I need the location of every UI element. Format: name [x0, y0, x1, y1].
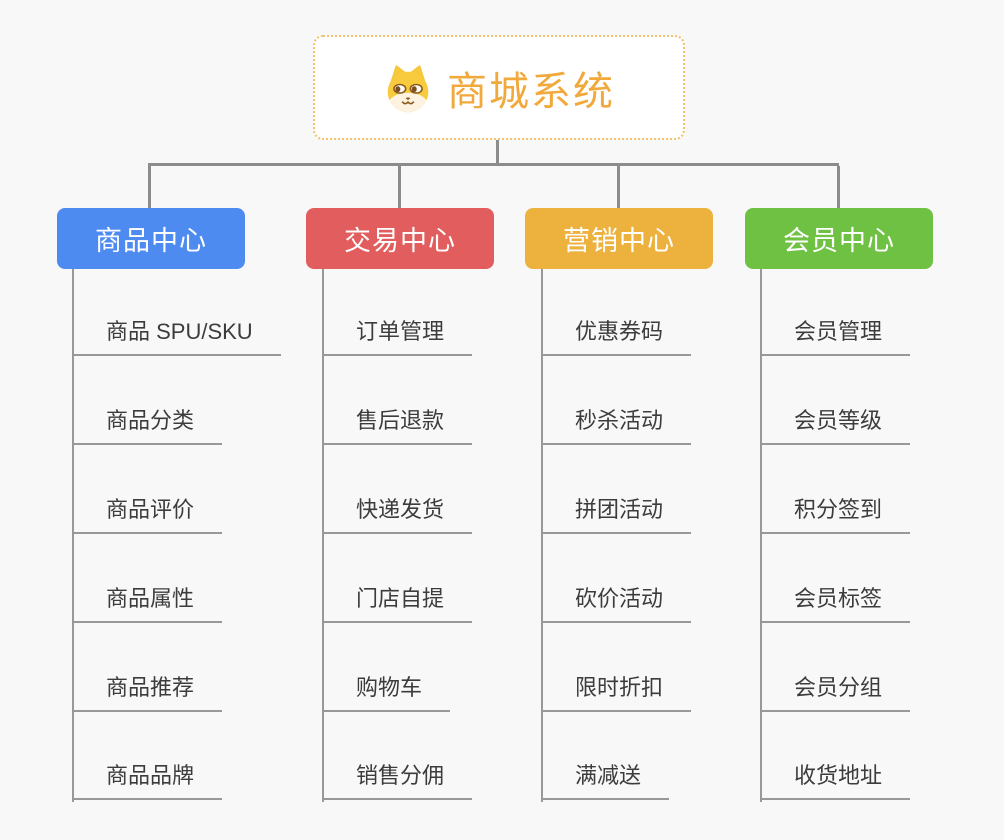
connector-drop-member — [837, 166, 840, 208]
branch-items-marketing-center: 优惠券码秒杀活动拼团活动砍价活动限时折扣满减送 — [541, 269, 761, 802]
mind-item-trade-center-5[interactable]: 购物车 — [322, 673, 451, 712]
mind-item-marketing-center-4[interactable]: 砍价活动 — [541, 584, 692, 623]
mind-item-member-center-4[interactable]: 会员标签 — [760, 584, 911, 623]
mind-item-member-center-6[interactable]: 收货地址 — [760, 761, 911, 800]
mind-item-product-center-4[interactable]: 商品属性 — [72, 584, 223, 623]
branch-header-member-center[interactable]: 会员中心 — [745, 208, 933, 269]
branch-header-trade-center[interactable]: 交易中心 — [306, 208, 494, 269]
mind-item-member-center-3[interactable]: 积分签到 — [760, 495, 911, 534]
mind-item-trade-center-3[interactable]: 快递发货 — [322, 495, 473, 534]
root-node-mall-system[interactable]: 商城系统 — [313, 35, 685, 140]
mind-item-product-center-6[interactable]: 商品品牌 — [72, 761, 223, 800]
mind-item-trade-center-6[interactable]: 销售分佣 — [322, 761, 473, 800]
mind-item-marketing-center-5[interactable]: 限时折扣 — [541, 673, 692, 712]
connector-drop-trade — [398, 166, 401, 208]
mind-item-marketing-center-3[interactable]: 拼团活动 — [541, 495, 692, 534]
mind-item-member-center-5[interactable]: 会员分组 — [760, 673, 911, 712]
branch-items-trade-center: 订单管理售后退款快递发货门店自提购物车销售分佣 — [322, 269, 542, 802]
branch-items-member-center: 会员管理会员等级积分签到会员标签会员分组收货地址 — [760, 269, 980, 802]
mind-item-product-center-3[interactable]: 商品评价 — [72, 495, 223, 534]
branch-items-product-center: 商品 SPU/SKU 商品分类商品评价商品属性商品推荐商品品牌 — [72, 269, 292, 802]
mind-item-marketing-center-1[interactable]: 优惠券码 — [541, 317, 692, 356]
connector-root-drop — [496, 140, 499, 166]
mind-item-marketing-center-2[interactable]: 秒杀活动 — [541, 406, 692, 445]
mind-item-trade-center-1[interactable]: 订单管理 — [322, 317, 473, 356]
mind-item-product-center-5[interactable]: 商品推荐 — [72, 673, 223, 712]
connector-horizontal-bus — [148, 163, 839, 166]
branch-header-marketing-center[interactable]: 营销中心 — [525, 208, 713, 269]
dog-face-icon — [383, 63, 433, 113]
mind-item-member-center-2[interactable]: 会员等级 — [760, 406, 911, 445]
mind-item-product-center-1[interactable]: 商品 SPU/SKU — [72, 317, 281, 356]
connector-drop-product — [148, 166, 151, 208]
mind-item-marketing-center-6[interactable]: 满减送 — [541, 761, 670, 800]
mind-item-trade-center-4[interactable]: 门店自提 — [322, 584, 473, 623]
root-node-label: 商城系统 — [447, 69, 615, 114]
branch-header-product-center[interactable]: 商品中心 — [57, 208, 245, 269]
mind-item-product-center-2[interactable]: 商品分类 — [72, 406, 223, 445]
connector-drop-marketing — [617, 166, 620, 208]
mind-item-trade-center-2[interactable]: 售后退款 — [322, 406, 473, 445]
mind-item-member-center-1[interactable]: 会员管理 — [760, 317, 911, 356]
